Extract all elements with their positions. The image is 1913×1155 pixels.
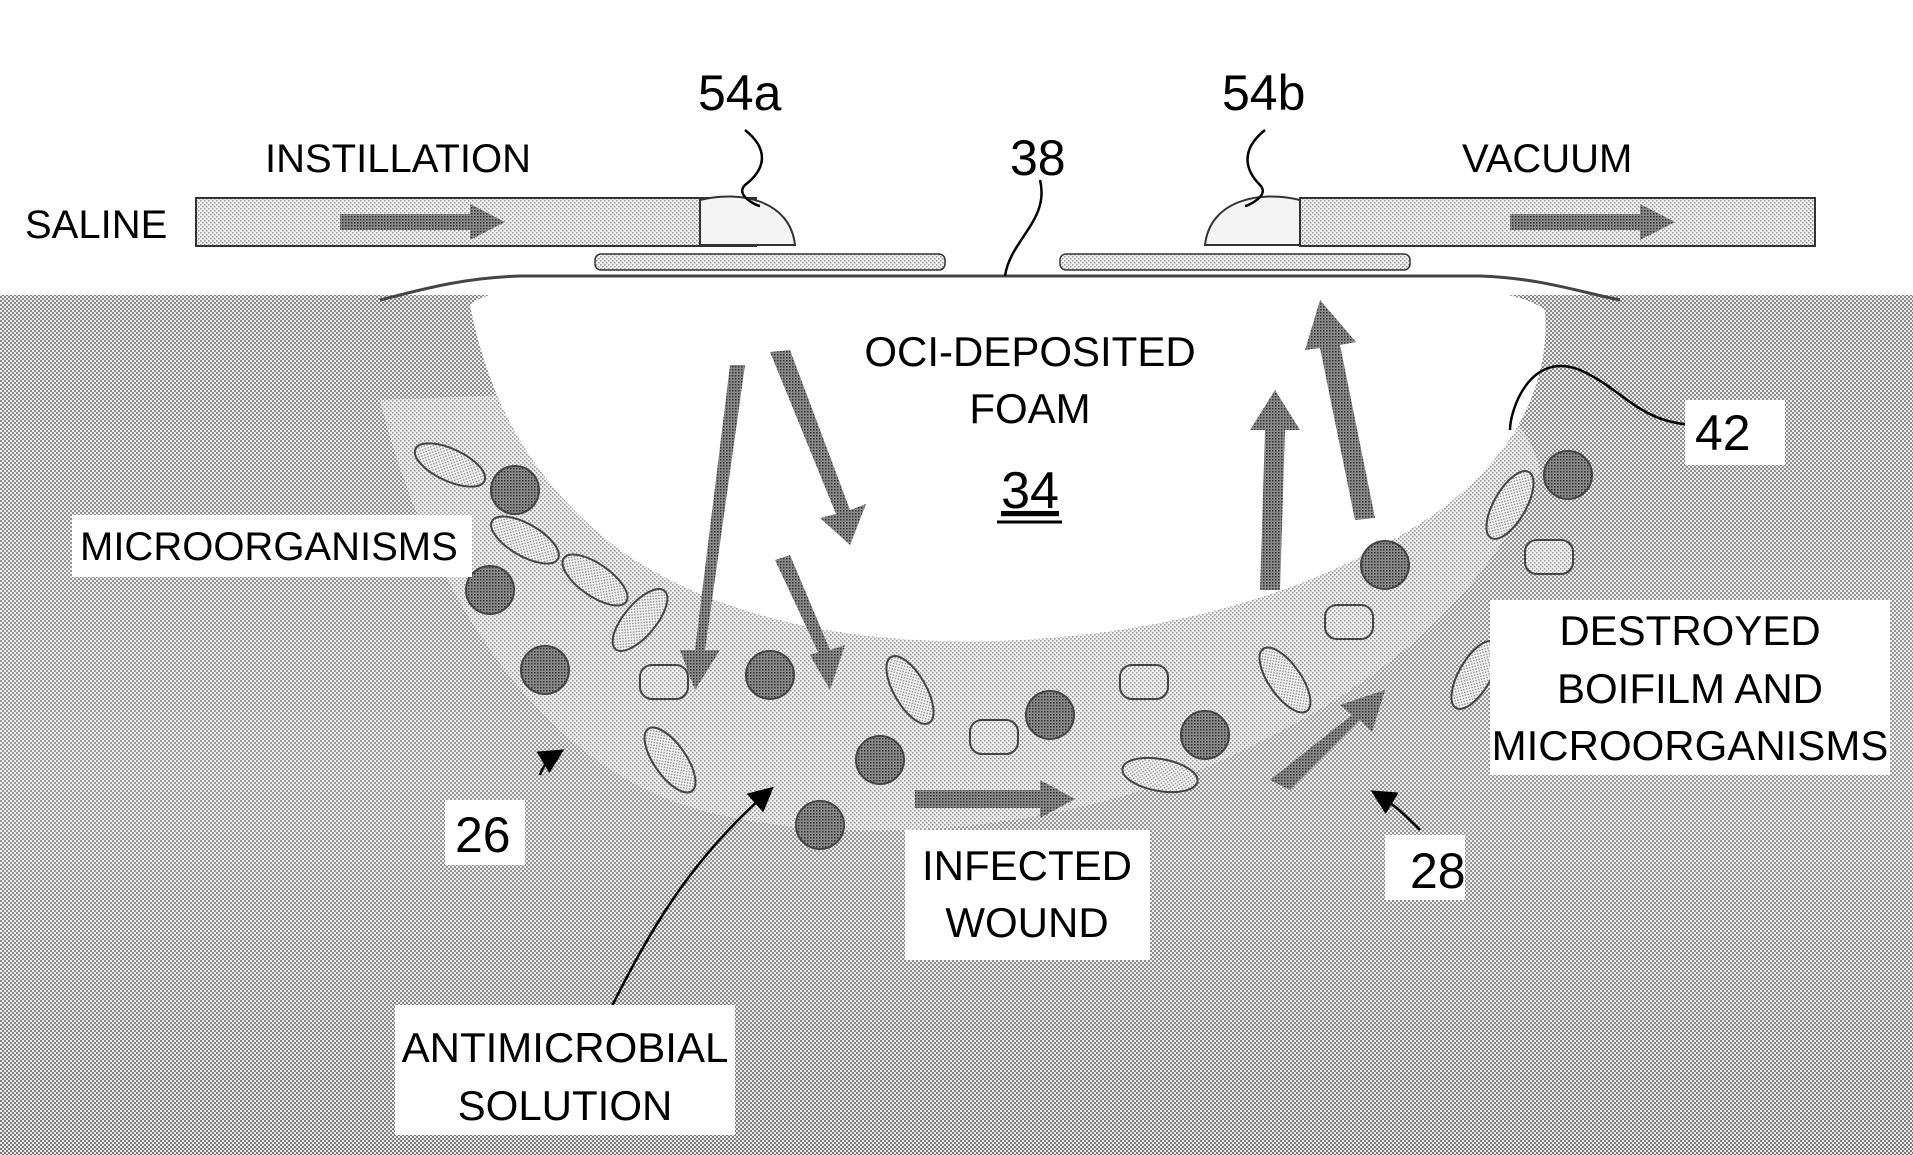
label-destroyed-line1: DESTROYED: [1559, 607, 1820, 654]
ref-28: 28: [1410, 843, 1466, 899]
instillation-tube: [196, 196, 795, 246]
lower-flow-arrow: [915, 790, 1040, 808]
label-foam-line1: OCI-DEPOSITED: [864, 328, 1195, 375]
label-infected-line1: INFECTED: [922, 842, 1132, 889]
label-destroyed-line3: MICROORGANISMS: [1492, 722, 1889, 769]
label-destroyed-line2: BOIFILM AND: [1557, 665, 1823, 712]
label-saline: SALINE: [25, 203, 167, 247]
ref-42: 42: [1695, 405, 1751, 461]
ref-38: 38: [1010, 130, 1066, 186]
label-vacuum: VACUUM: [1462, 137, 1632, 181]
label-antimicrobial-line1: ANTIMICROBIAL: [402, 1024, 729, 1071]
leader-54a: [742, 130, 762, 206]
ref-34: 34: [1001, 462, 1059, 520]
label-foam-line2: FOAM: [969, 385, 1090, 432]
leader-54b: [1245, 130, 1265, 206]
vacuum-flow-arrow: [1510, 214, 1640, 230]
pad-left: [595, 254, 945, 270]
ref-54b: 54b: [1222, 65, 1305, 121]
label-microorganisms: MICROORGANISMS: [80, 525, 458, 569]
ref-26: 26: [455, 807, 511, 863]
pad-right: [1060, 254, 1410, 270]
label-instillation: INSTILLATION: [265, 137, 531, 181]
vacuum-tube: [1205, 196, 1815, 246]
ref-54a: 54a: [698, 65, 782, 121]
instillation-flow-arrow: [340, 214, 470, 230]
leader-38: [1005, 180, 1042, 276]
label-infected-line2: WOUND: [945, 899, 1108, 946]
label-antimicrobial-line2: SOLUTION: [458, 1082, 673, 1129]
